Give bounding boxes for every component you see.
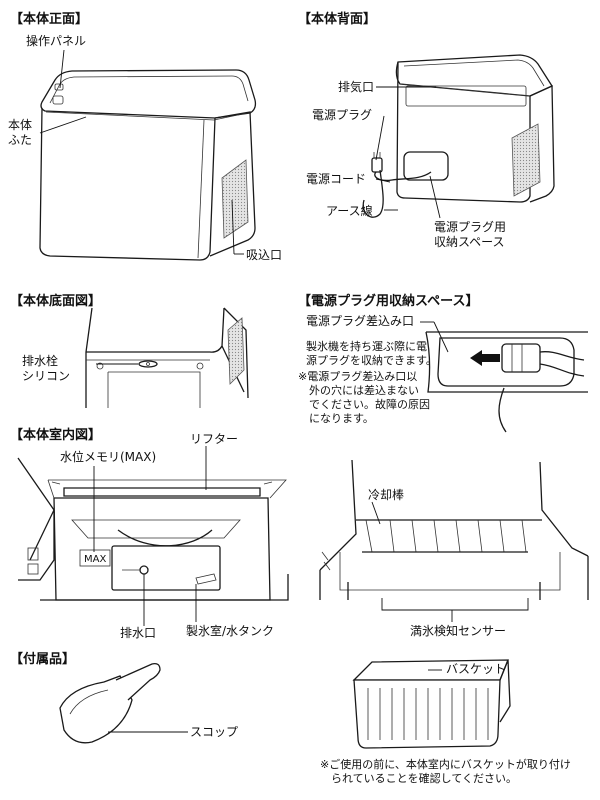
- label-lifter: リフター: [190, 432, 239, 446]
- scoop-illustration: [59, 662, 188, 744]
- label-power-cord: 電源コード: [306, 172, 367, 186]
- interior-section-title: 【本体室内図】: [10, 428, 102, 443]
- bottom-section-title: 【本体底面図】: [10, 294, 102, 309]
- label-drain-port: 排水口: [120, 626, 157, 640]
- label-exhaust: 排気口: [338, 80, 375, 94]
- label-cooling-rods: 冷却棒: [368, 488, 405, 502]
- plug-note-line4: 外の穴には差込まない: [298, 384, 419, 397]
- bottom-view-illustration: [85, 307, 249, 408]
- basket-note-line1: ※ご使用の前に、本体室内にバスケットが取り付け: [320, 758, 571, 771]
- label-lid-line2: ふた: [8, 133, 33, 147]
- interior-detail-illustration: [319, 459, 589, 622]
- label-max-mark: MAX: [84, 554, 107, 565]
- front-view-illustration: [39, 49, 257, 261]
- label-lid-line1: 本体: [8, 118, 33, 132]
- plug-storage-section-title: 【電源プラグ用収納スペース】: [298, 294, 479, 309]
- label-earth-wire: アース線: [326, 204, 373, 218]
- plug-note-line2: 源プラグを収納できます。: [306, 354, 437, 367]
- plug-note-line6: になります。: [298, 412, 374, 425]
- back-view-illustration: [362, 54, 555, 219]
- label-ice-tank: 製氷室/水タンク: [186, 624, 275, 638]
- label-power-plug: 電源プラグ: [312, 108, 373, 122]
- label-storage-line1: 電源プラグ用: [434, 220, 507, 234]
- basket-note-line2: られていることを確認してください。: [320, 772, 518, 785]
- label-full-ice-sensor: 満氷検知センサー: [410, 624, 507, 638]
- basket-illustration: [352, 659, 511, 749]
- label-intake: 吸込口: [246, 248, 283, 262]
- label-drain-plug-line2: シリコン: [22, 369, 71, 383]
- plug-storage-illustration: [420, 321, 588, 433]
- label-scoop: スコップ: [190, 725, 239, 739]
- plug-note-line5: でください。故障の原因: [298, 398, 430, 411]
- label-drain-plug-line1: 排水栓: [22, 354, 59, 368]
- plug-note-line1: 製氷機を持ち運ぶ際に電: [306, 340, 427, 353]
- label-basket: バスケット: [446, 662, 507, 676]
- accessories-section-title: 【付属品】: [10, 652, 76, 667]
- label-storage-line2: 収納スペース: [434, 235, 505, 249]
- plug-note-line3: ※電源プラグ差込み口以: [298, 370, 418, 383]
- label-control-panel: 操作パネル: [26, 34, 87, 48]
- label-water-level: 水位メモリ(MAX): [60, 450, 157, 464]
- label-plug-insert: 電源プラグ差込み口: [306, 314, 415, 328]
- back-section-title: 【本体背面】: [298, 12, 377, 27]
- interior-view-illustration: [17, 446, 289, 626]
- front-section-title: 【本体正面】: [10, 12, 89, 27]
